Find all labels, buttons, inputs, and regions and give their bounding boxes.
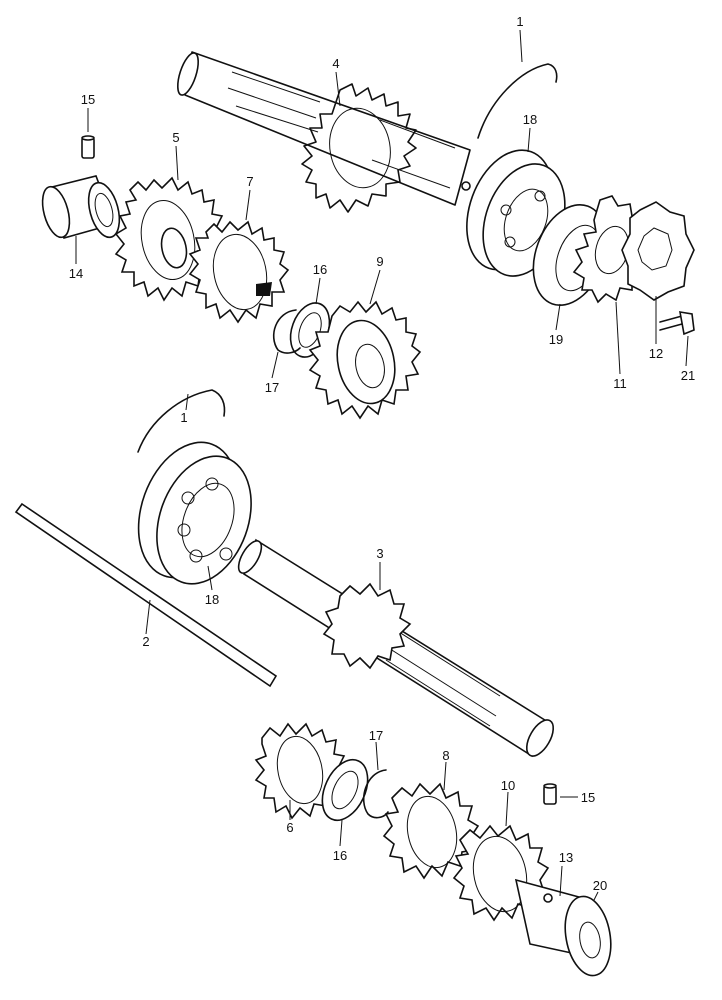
callout-10: 10 <box>501 778 515 793</box>
circlip-1-top <box>477 63 558 139</box>
callout-9: 9 <box>376 254 383 269</box>
mainshaft-3 <box>237 538 555 758</box>
circlip-17-lower <box>362 769 389 819</box>
callout-7: 7 <box>246 174 253 189</box>
circlip-1-middle <box>137 389 226 453</box>
callout-4: 4 <box>332 56 339 71</box>
gear-7 <box>188 220 290 324</box>
leader-lines <box>75 29 689 901</box>
shift-rod-2 <box>14 502 278 688</box>
callout-16-upper: 16 <box>313 262 327 277</box>
callout-14: 14 <box>69 266 83 281</box>
bearing-18-lower <box>137 441 252 585</box>
circlip-17-upper <box>272 309 301 354</box>
gear-9 <box>308 300 422 420</box>
callout-6: 6 <box>286 820 293 835</box>
callout-21: 21 <box>681 368 695 383</box>
dowel-pin-15-upper <box>81 135 95 159</box>
dowel-pin-15-lower <box>543 783 557 805</box>
holder-plate-12 <box>621 201 695 301</box>
gear-4 <box>301 83 417 213</box>
callout-8: 8 <box>442 748 449 763</box>
gear-3 <box>322 582 412 670</box>
callout-16-lower: 16 <box>333 848 347 863</box>
callout-20: 20 <box>593 878 607 893</box>
callout-2: 2 <box>142 634 149 649</box>
callout-13: 13 <box>559 850 573 865</box>
callout-15-lower: 15 <box>581 790 595 805</box>
bolt-21 <box>659 311 695 336</box>
collar-20 <box>564 895 612 977</box>
callout-18-upper: 18 <box>523 112 537 127</box>
callout-1-top: 1 <box>516 14 523 29</box>
callout-labels: 1 15 4 5 18 7 16 9 14 19 12 21 17 11 1 3… <box>69 14 695 893</box>
callout-17-lower: 17 <box>369 728 383 743</box>
callout-5: 5 <box>172 130 179 145</box>
callout-3: 3 <box>376 546 383 561</box>
callout-12: 12 <box>649 346 663 361</box>
bushing-14 <box>41 175 121 239</box>
callout-15-upper: 15 <box>81 92 95 107</box>
callout-18-lower: 18 <box>205 592 219 607</box>
callout-11: 11 <box>613 376 627 391</box>
callout-19: 19 <box>549 332 563 347</box>
callout-1-middle: 1 <box>180 410 187 425</box>
callout-17-upper: 17 <box>265 380 279 395</box>
